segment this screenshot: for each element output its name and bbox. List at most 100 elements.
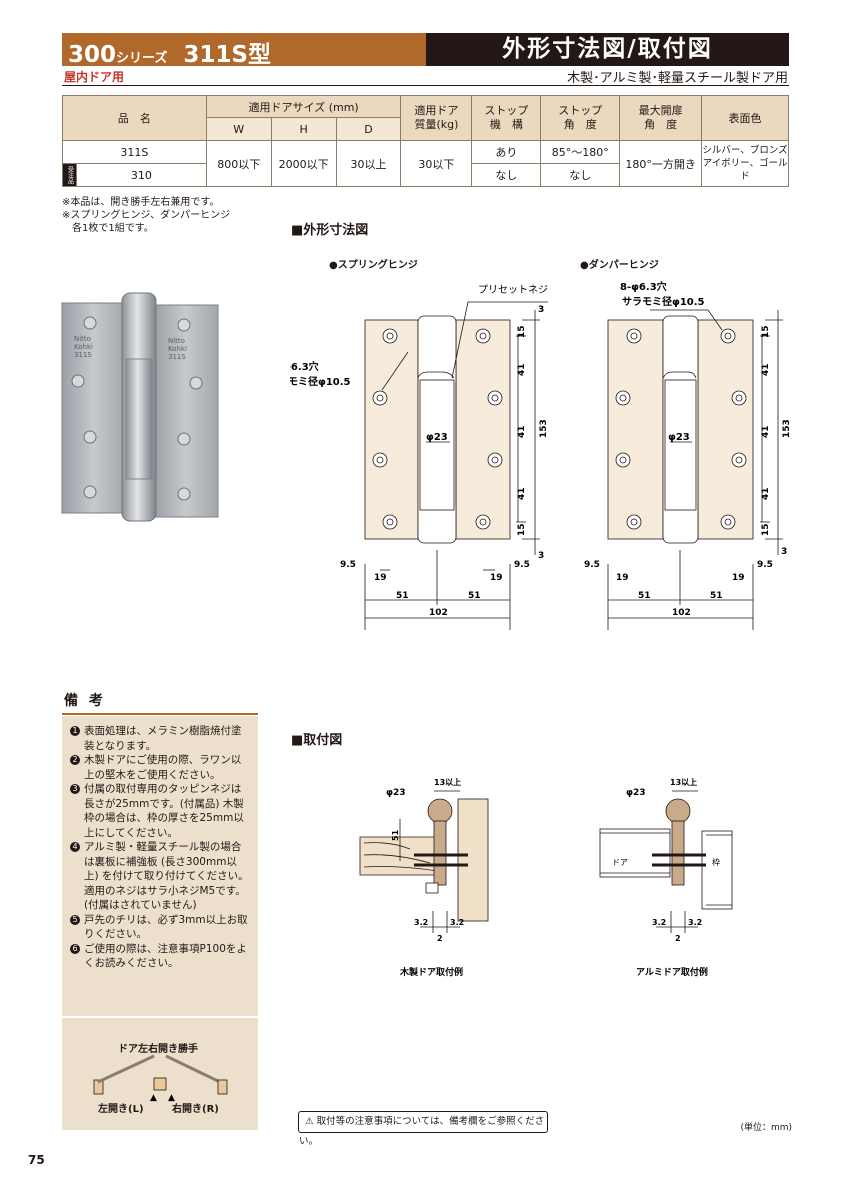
row1-stop-angle: 85°～180° bbox=[540, 140, 621, 164]
note-line: ※スプリングヒンジ、ダンパーヒンジ bbox=[62, 210, 231, 221]
photo-stamp-6: 311S bbox=[168, 353, 186, 361]
series-suffix: シリーズ bbox=[116, 51, 168, 66]
wood-dim-32a: 3.2 bbox=[414, 918, 428, 927]
spring-dim-41a: 41 bbox=[517, 363, 527, 376]
alu-dim-2: 2 bbox=[675, 934, 681, 943]
dimension-title: ■外形寸法図 bbox=[291, 223, 369, 238]
th-w: W bbox=[205, 117, 272, 141]
photo-stamp-3: 311S bbox=[74, 351, 92, 359]
remark-number: 6 bbox=[70, 943, 80, 954]
spring-hinge-label: ●スプリングヒンジ bbox=[329, 260, 418, 271]
remark-item: 1 表面処理は、メラミン樹脂焼付塗装となります。 bbox=[70, 724, 250, 753]
wood-dim-32b: 3.2 bbox=[450, 918, 464, 927]
damper-dim-bottom: 3 bbox=[781, 547, 787, 557]
damper-dim-95a: 9.5 bbox=[584, 560, 600, 570]
spring-hinge-drawing bbox=[364, 301, 548, 630]
wood-dim-2: 2 bbox=[437, 934, 443, 943]
door-direction-title: ドア左右開き勝手 bbox=[118, 1044, 198, 1055]
wood-caption: 木製ドア取付例 bbox=[399, 966, 463, 978]
cell-max-open: 180°一方開き bbox=[619, 140, 703, 187]
spring-dim-19a: 19 bbox=[374, 573, 387, 583]
th-stop-mech: ストップ 機 構 bbox=[471, 95, 542, 141]
door-direction-diagram: ▲ ▲ bbox=[93, 1054, 228, 1103]
photo-stamp-4: Nitto bbox=[168, 337, 185, 345]
alu-dim-32b: 3.2 bbox=[688, 918, 702, 927]
damper-dim-19a: 19 bbox=[616, 573, 629, 583]
spring-dim-15b: 15 bbox=[517, 523, 527, 536]
wood-dia: φ23 bbox=[386, 788, 406, 798]
damper-dim-51b: 51 bbox=[710, 591, 723, 601]
spring-dim-41c: 41 bbox=[517, 487, 527, 500]
th-h: H bbox=[270, 117, 337, 141]
spring-dim-41b: 41 bbox=[517, 425, 527, 438]
damper-dim-15b: 15 bbox=[761, 523, 771, 536]
wood-dim-51: 51 bbox=[391, 829, 400, 841]
svg-text:▲: ▲ bbox=[168, 1093, 175, 1103]
caution-text: 取付等の注意事項については、備考欄をご参照ください。 bbox=[299, 1116, 545, 1147]
door-right-label: 右開き(R) bbox=[172, 1104, 219, 1115]
damper-dia: φ23 bbox=[668, 432, 690, 443]
spring-dim-top: 3 bbox=[538, 305, 544, 315]
damper-dim-153: 153 bbox=[782, 419, 792, 438]
header-rule bbox=[62, 85, 789, 86]
row2-name: 310 bbox=[75, 163, 207, 187]
color-line-2: アイボリー、ゴールド bbox=[702, 158, 788, 182]
mounting-title: ■取付図 bbox=[291, 733, 343, 748]
series-header: 300シリーズ 311S型 bbox=[62, 33, 426, 68]
spring-dim-95b: 9.5 bbox=[514, 560, 530, 570]
remark-number: 3 bbox=[70, 784, 80, 794]
cell-h: 2000以下 bbox=[270, 140, 337, 187]
remark-text: 木製ドアにご使用の際、ラワン以上の堅木をご使用ください。 bbox=[84, 754, 242, 781]
remark-number: 5 bbox=[70, 914, 80, 925]
spring-dim-102: 102 bbox=[429, 608, 448, 618]
th-weight: 適用ドア 質量(kg) bbox=[400, 95, 473, 141]
photo-stamp-2: Kohki bbox=[74, 343, 93, 351]
series-number: 300 bbox=[68, 42, 117, 68]
photo-stamp-5: Kohki bbox=[168, 345, 187, 353]
photo-stamp-1: Nitto bbox=[74, 335, 91, 343]
alu-dim-32a: 3.2 bbox=[652, 918, 666, 927]
alu-caption: アルミドア取付例 bbox=[636, 966, 708, 978]
remark-text: アルミ製・軽量スチール製の場合は裏板に補強板 (長さ300mm以上) を付けて取… bbox=[84, 841, 249, 911]
alu-dia: φ23 bbox=[626, 788, 646, 798]
damper-hole-label-2: サラモミ径φ10.5 bbox=[622, 295, 705, 308]
remarks-box: 1 表面処理は、メラミン樹脂焼付塗装となります。 2 木製ドアにご使用の際、ラワン以… bbox=[62, 716, 258, 1016]
th-color: 表面色 bbox=[701, 95, 789, 141]
cell-w: 800以下 bbox=[205, 140, 272, 187]
section-title: 外形寸法図/取付図 bbox=[502, 36, 713, 62]
remark-number: 1 bbox=[70, 726, 80, 736]
note-line: ※本品は、開き勝手左右兼用です。 bbox=[62, 197, 220, 208]
remark-number: 2 bbox=[70, 755, 80, 765]
caution-box: ⚠ 取付等の注意事項については、備考欄をご参照ください。 bbox=[298, 1111, 548, 1147]
damper-dim-41b: 41 bbox=[761, 425, 771, 438]
page-number: 75 bbox=[28, 1153, 45, 1167]
th-stop-angle: ストップ 角 度 bbox=[540, 95, 621, 141]
damper-dim-51a: 51 bbox=[638, 591, 651, 601]
alu-frame-label: 枠 bbox=[712, 857, 720, 867]
product-photo: Nitto Kohki 311S Nitto Kohki 311S bbox=[61, 292, 219, 522]
damper-dim-15a: 15 bbox=[761, 325, 771, 338]
damper-hinge-drawing bbox=[607, 309, 783, 630]
alu-over13: 13以上 bbox=[670, 777, 697, 787]
spring-dim-19b: 19 bbox=[490, 573, 503, 583]
damper-dim-19b: 19 bbox=[732, 573, 745, 583]
notes: ※本品は、開き勝手左右兼用です。 ※スプリングヒンジ、ダンパーヒンジ 各1枚で1… bbox=[62, 196, 230, 235]
remarks-rule bbox=[62, 713, 258, 715]
spring-dim-51a: 51 bbox=[396, 591, 409, 601]
wood-over13: 13以上 bbox=[434, 777, 461, 787]
cell-weight: 30以下 bbox=[400, 140, 473, 187]
cell-color: シルバー、ブロンズアイボリー、ゴールド bbox=[701, 140, 789, 187]
th-product: 品 名 bbox=[62, 95, 207, 141]
remark-text: 表面処理は、メラミン樹脂焼付塗装となります。 bbox=[84, 725, 242, 752]
remarks-title: 備 考 bbox=[64, 693, 106, 709]
alu-door-label: ドア bbox=[612, 858, 628, 867]
spring-dim-153: 153 bbox=[539, 419, 549, 438]
spec-table: 品 名 適用ドアサイズ (mm) 適用ドア 質量(kg) ストップ 機 構 スト… bbox=[62, 95, 789, 187]
damper-dim-95b: 9.5 bbox=[757, 560, 773, 570]
damper-dim-102: 102 bbox=[672, 608, 691, 618]
warning-icon: ⚠ bbox=[305, 1116, 314, 1127]
